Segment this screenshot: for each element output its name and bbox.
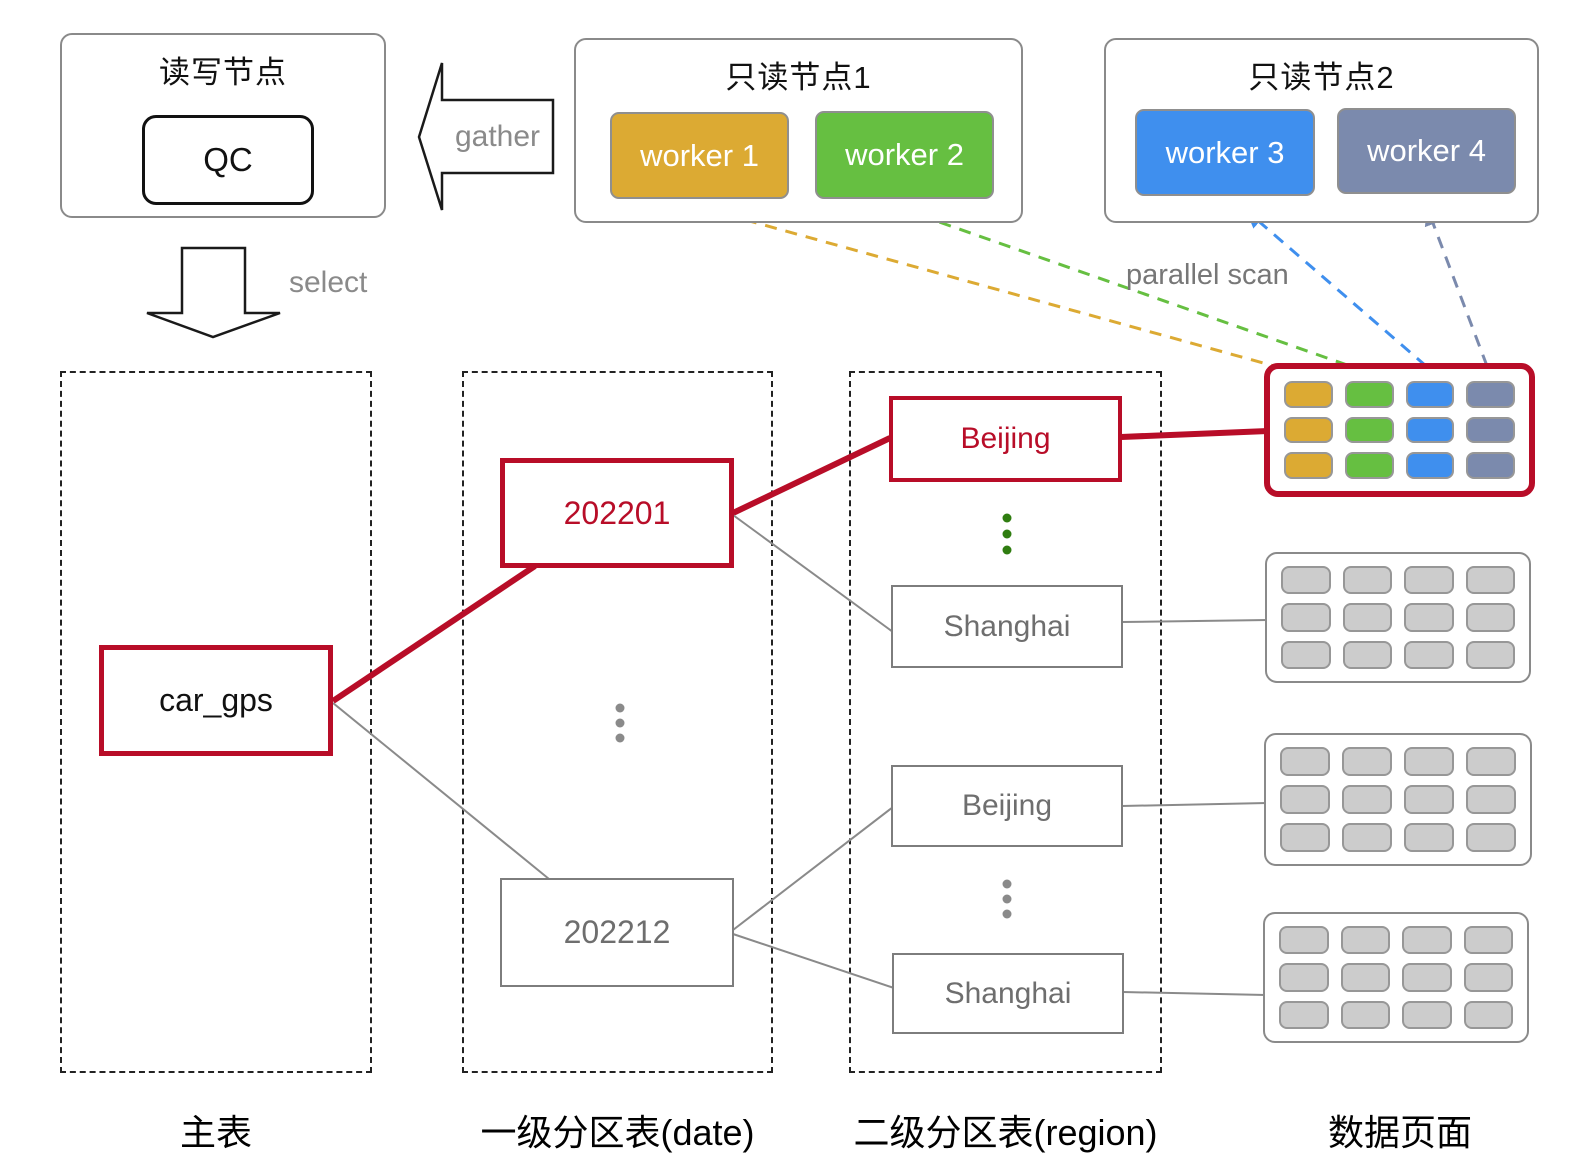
page-cell (1342, 747, 1392, 776)
node-read-only-1: 只读节点1 worker 1 worker 2 (574, 38, 1023, 223)
box-shanghai-1: Shanghai (891, 585, 1123, 668)
page-cell (1466, 416, 1515, 444)
page-cell (1465, 640, 1515, 669)
page-cell (1281, 603, 1331, 632)
worker-3-box: worker 3 (1135, 109, 1315, 196)
shanghai-1-label: Shanghai (943, 609, 1071, 643)
gather-label: gather (454, 120, 541, 153)
page-cell (1404, 785, 1454, 814)
page-cell (1340, 926, 1390, 955)
page-cell (1340, 1000, 1390, 1029)
page-cell (1405, 381, 1455, 408)
page-cell (1279, 926, 1329, 955)
page-cell (1405, 416, 1455, 444)
worker-4-label: worker 4 (1367, 133, 1486, 168)
beijing-1-label: Beijing (960, 422, 1051, 455)
partition-202201-label: 202201 (563, 494, 671, 531)
page-cell (1466, 747, 1516, 776)
page-cell (1466, 452, 1515, 479)
page-cell (1404, 747, 1454, 776)
page-cell (1342, 566, 1392, 595)
page-cell (1280, 747, 1330, 776)
data-page-grid-1 (1265, 552, 1531, 683)
page-cell (1344, 452, 1394, 479)
qc-box: QC (142, 115, 314, 205)
page-cell (1402, 963, 1452, 992)
page-cell (1463, 926, 1513, 955)
page-cell (1281, 640, 1331, 669)
qc-label: QC (203, 141, 253, 178)
worker-1-box: worker 1 (610, 112, 789, 199)
page-cell (1463, 1000, 1513, 1029)
page-cell (1344, 381, 1394, 408)
node-read-write: 读写节点 QC (60, 33, 386, 218)
worker-3-label: worker 3 (1165, 134, 1285, 170)
page-cell (1404, 566, 1454, 595)
shanghai-2-label: Shanghai (944, 976, 1072, 1010)
page-cell (1463, 963, 1513, 992)
node-read-only-2-title: 只读节点2 (1248, 60, 1395, 95)
page-cell (1279, 963, 1329, 992)
box-partition-202201: 202201 (500, 458, 734, 568)
car-gps-label: car_gps (159, 682, 273, 718)
page-cell (1279, 1000, 1329, 1029)
page-cell (1402, 926, 1452, 955)
page-cell (1404, 823, 1454, 852)
beijing-2-label: Beijing (961, 789, 1053, 822)
page-cell (1342, 785, 1392, 814)
scan-arrow-worker4 (1424, 207, 1489, 367)
box-partition-202212: 202212 (500, 878, 734, 987)
page-cell (1404, 603, 1454, 632)
page-cell (1466, 785, 1516, 814)
data-page-grid-2 (1264, 733, 1532, 866)
box-beijing-1: Beijing (889, 396, 1122, 482)
node-read-write-title: 读写节点 (159, 55, 287, 90)
select-arrow-icon (146, 246, 281, 339)
partition-202212-label: 202212 (563, 914, 671, 950)
page-cell (1342, 640, 1392, 669)
box-shanghai-2: Shanghai (892, 953, 1124, 1034)
column-label-main-table: 主表 (179, 1112, 252, 1153)
page-cell (1284, 416, 1333, 444)
page-cell (1466, 381, 1515, 408)
page-cell (1281, 566, 1331, 595)
page-cell (1405, 452, 1455, 479)
page-cell (1342, 603, 1392, 632)
worker-1-label: worker 1 (640, 137, 759, 173)
page-cell (1344, 416, 1394, 444)
page-cell (1466, 823, 1516, 852)
page-cell (1465, 566, 1515, 595)
data-page-grid-3 (1263, 912, 1529, 1043)
select-label: select (289, 266, 368, 299)
column-label-region-partition: 二级分区表(region) (853, 1112, 1158, 1153)
page-cell (1284, 381, 1333, 408)
page-cell (1284, 452, 1333, 479)
worker-2-label: worker 2 (845, 137, 964, 172)
page-cell (1280, 785, 1330, 814)
page-cell (1402, 1000, 1452, 1029)
page-cell (1280, 823, 1330, 852)
worker-2-box: worker 2 (815, 111, 994, 199)
worker-4-box: worker 4 (1337, 108, 1516, 194)
box-car-gps: car_gps (99, 645, 333, 756)
node-read-only-2: 只读节点2 worker 3 worker 4 (1104, 38, 1539, 223)
node-read-only-1-title: 只读节点1 (725, 60, 872, 95)
box-beijing-2: Beijing (891, 765, 1123, 847)
data-page-grid-highlight (1264, 363, 1535, 497)
page-cell (1465, 603, 1515, 632)
column-label-date-partition: 一级分区表(date) (480, 1112, 755, 1153)
page-cell (1340, 963, 1390, 992)
page-cell (1342, 823, 1392, 852)
parallel-scan-label: parallel scan (1126, 259, 1289, 291)
column-label-data-pages: 数据页面 (1327, 1112, 1472, 1153)
page-cell (1404, 640, 1454, 669)
